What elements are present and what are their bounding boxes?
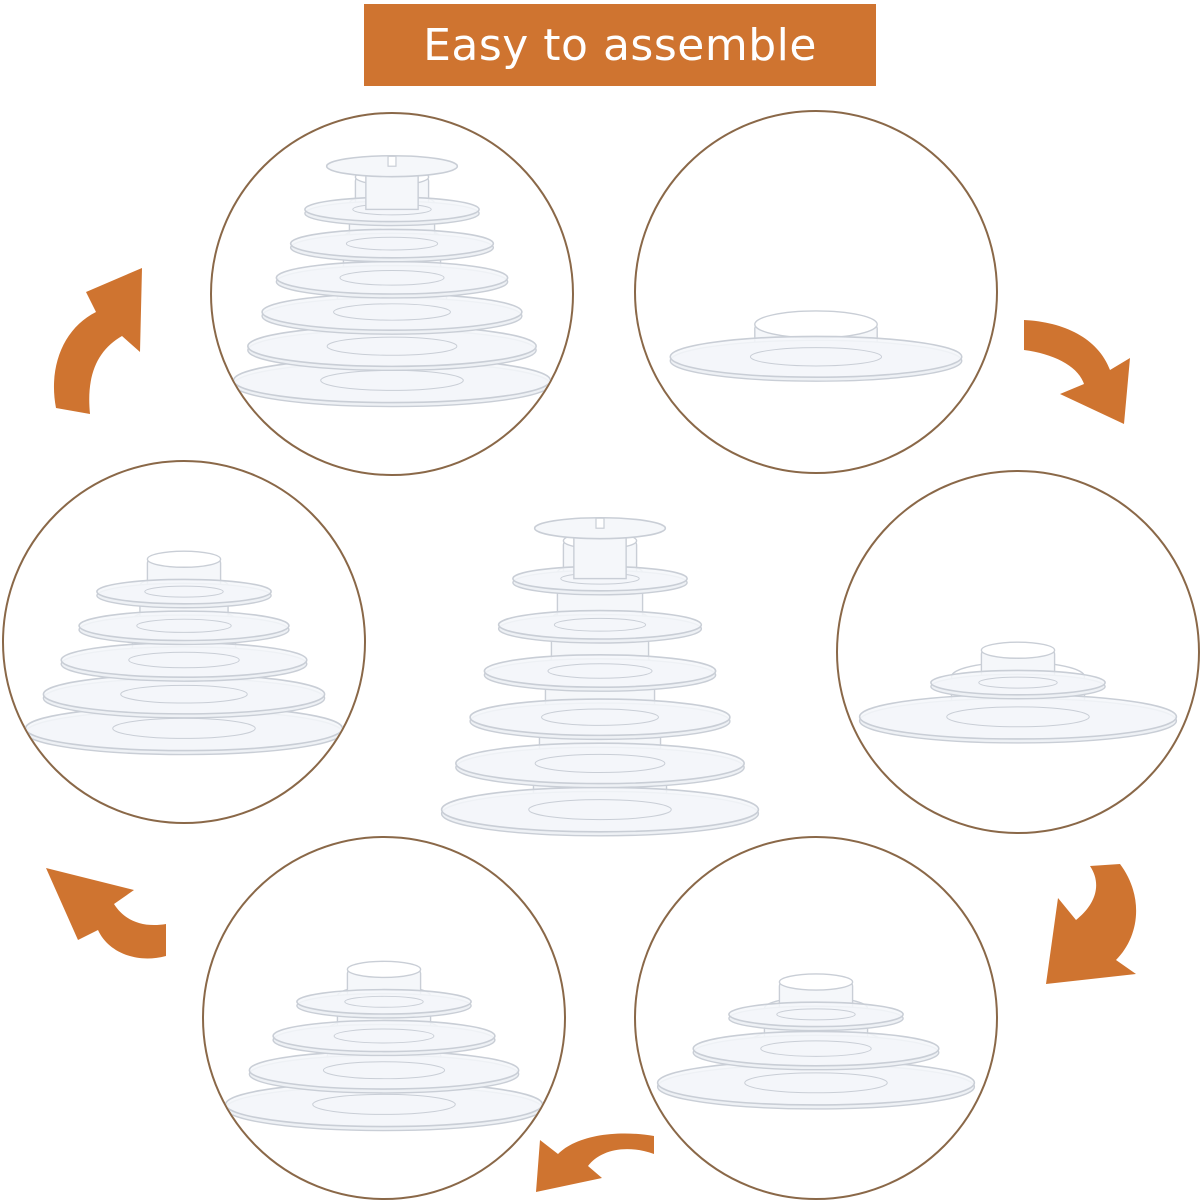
tier-plate <box>304 196 480 227</box>
step-3-circle <box>634 836 998 1200</box>
stand-6-tier-center-illustration <box>440 516 760 837</box>
tier-plate <box>930 669 1106 700</box>
stand-3-tier-illustration <box>656 973 976 1110</box>
tier-plate <box>483 654 717 692</box>
stand-6-tier-illustration <box>232 154 552 408</box>
tier-plate <box>858 693 1178 744</box>
arrow-shape <box>53 268 142 414</box>
tier-plate <box>224 1081 544 1132</box>
stand-5-tier-illustration <box>24 550 344 756</box>
tier-plate <box>261 293 523 335</box>
tier-plate <box>24 705 344 756</box>
tier-plate <box>469 698 731 741</box>
top-plate <box>325 154 459 211</box>
top-plate <box>533 516 667 580</box>
tier-plate <box>248 1050 520 1094</box>
tier-plate <box>656 1059 976 1110</box>
tier-plate <box>78 610 290 646</box>
stand-1-tier-illustration <box>669 310 963 382</box>
curved-arrow-icon <box>38 860 168 1000</box>
arrow-shape <box>46 868 166 959</box>
curved-arrow-icon <box>530 1130 660 1200</box>
title-banner: Easy to assemble <box>364 4 876 86</box>
arrow-shape <box>1024 320 1130 424</box>
tier-plate <box>60 642 308 682</box>
step-4-circle <box>202 836 566 1200</box>
tier-plate <box>728 1001 904 1032</box>
tier-plate <box>289 228 495 263</box>
tier-plate <box>497 609 703 644</box>
tier-plate <box>247 325 537 372</box>
tier-plate <box>272 1019 496 1057</box>
step-5-circle <box>2 460 366 824</box>
stand-2-tier-illustration <box>858 641 1178 744</box>
tier-plate <box>692 1030 940 1071</box>
step-1-circle <box>634 110 998 474</box>
curved-arrow-icon <box>1012 298 1152 438</box>
step-6-circle <box>210 112 574 476</box>
tier-plate <box>440 786 760 837</box>
banner-title: Easy to assemble <box>423 19 817 71</box>
tier-plate <box>96 578 272 609</box>
tier-plate <box>296 988 472 1019</box>
completed-stand <box>420 440 780 860</box>
curved-arrow-icon <box>46 268 156 418</box>
arrow-shape <box>1046 864 1137 984</box>
tier-plate <box>455 742 745 789</box>
stand-4-tier-illustration <box>224 960 544 1132</box>
tier-plate <box>275 260 509 299</box>
tier-plate <box>42 673 326 719</box>
arrow-shape <box>536 1133 654 1192</box>
tier-plate <box>669 335 963 382</box>
curved-arrow-icon <box>1028 856 1168 996</box>
step-2-circle <box>836 470 1200 834</box>
